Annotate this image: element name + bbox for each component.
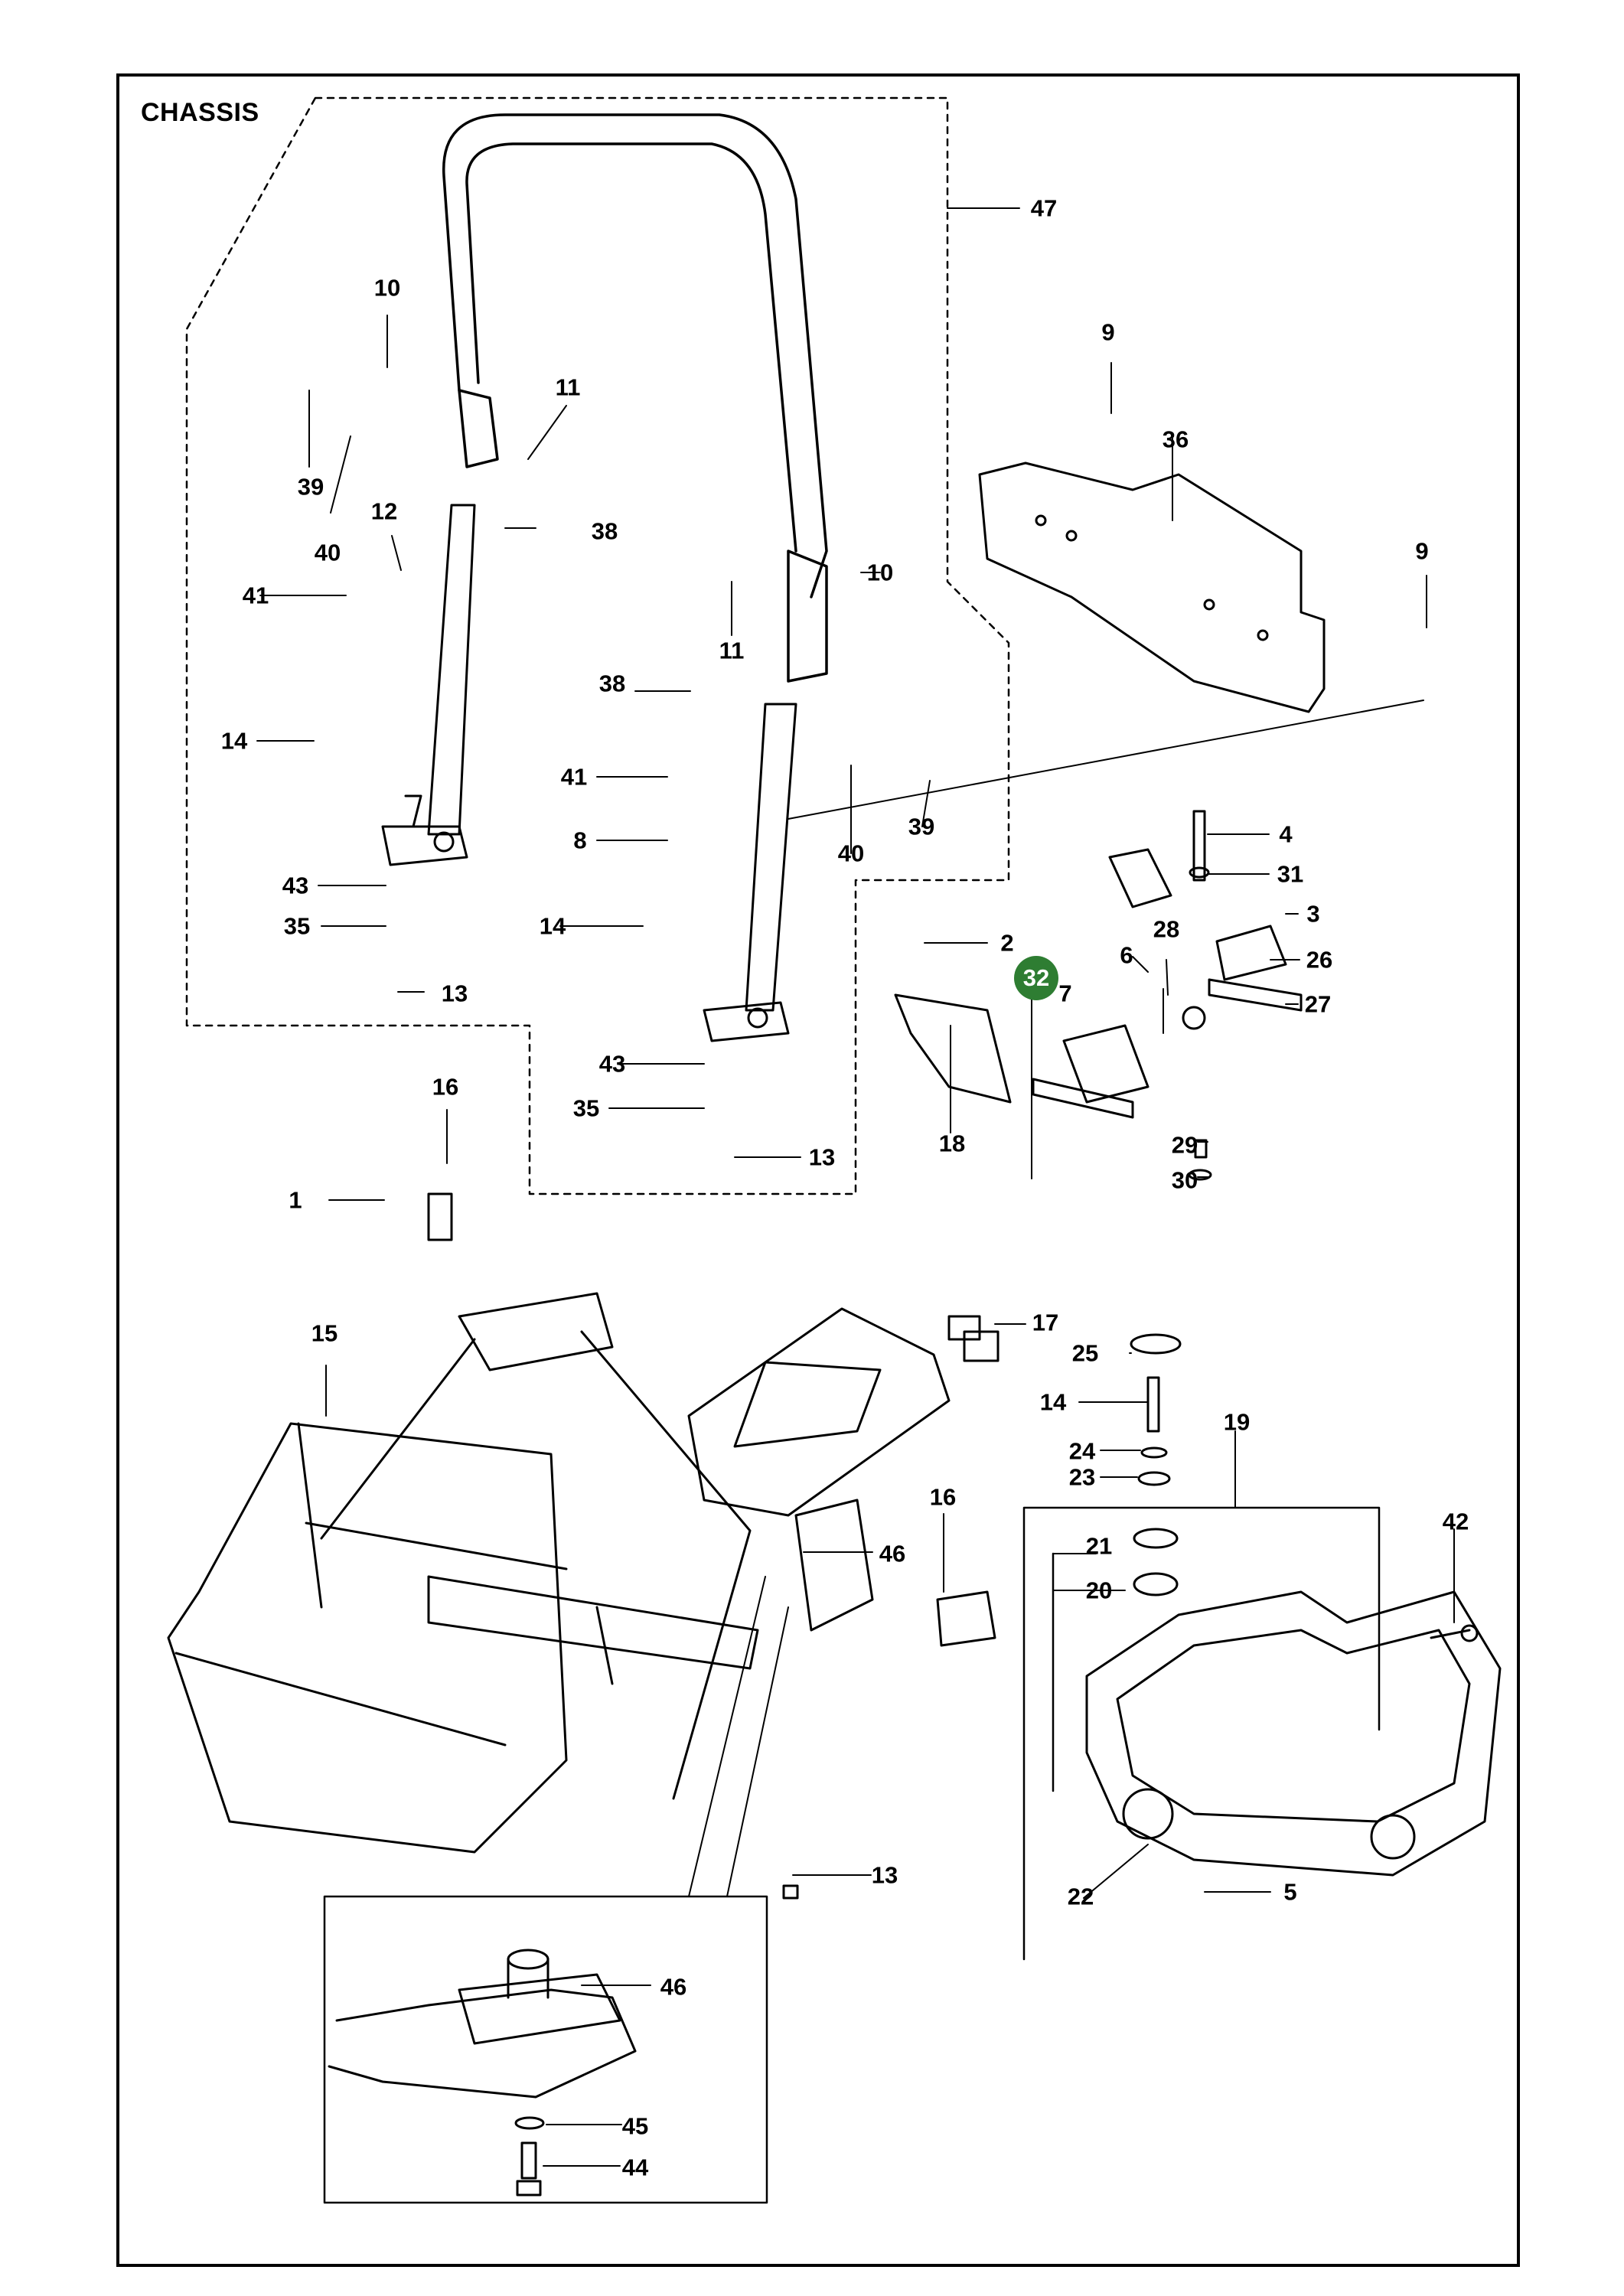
callout-23: 23: [1068, 1463, 1096, 1491]
caster-group-outline: [323, 1506, 1381, 2204]
callout-35-right: 35: [572, 1094, 600, 1122]
callout-10: 10: [373, 274, 401, 302]
callout-15: 15: [311, 1319, 338, 1347]
callout-29: 29: [1171, 1131, 1198, 1159]
steering-linkage: [1032, 848, 1303, 1119]
detail-inset-frame: [323, 1895, 768, 2204]
callout-12: 12: [370, 497, 398, 525]
callout-41: 41: [242, 582, 269, 609]
callout-17: 17: [1032, 1309, 1059, 1336]
callout-7: 7: [1058, 980, 1072, 1007]
callout-31: 31: [1277, 860, 1304, 888]
callout-4: 4: [1279, 820, 1293, 848]
callout-22: 22: [1067, 1883, 1094, 1910]
callout-44: 44: [621, 2154, 649, 2181]
callout-13-right: 13: [808, 1143, 836, 1171]
callout-9-right: 9: [1415, 537, 1429, 565]
detail-inset-content: [328, 1949, 637, 2197]
callout-47: 47: [1030, 194, 1058, 222]
callout-39: 39: [297, 473, 324, 501]
seat-bracket: [978, 461, 1326, 713]
main-frame: [167, 1292, 951, 1854]
callout-26: 26: [1306, 946, 1333, 974]
callout-8: 8: [573, 827, 587, 854]
callout-10-right: 10: [866, 559, 894, 586]
callout-16-lower: 16: [929, 1483, 957, 1511]
callout-6: 6: [1120, 941, 1133, 969]
leader-lines: [256, 207, 1455, 2167]
callout-41-right: 41: [560, 763, 588, 791]
highlighted-part-badge[interactable]: 32: [1014, 956, 1058, 1000]
callout-40: 40: [314, 539, 341, 566]
roll-bar-group-outline: [185, 96, 1010, 1195]
hardware-parts: [427, 810, 1479, 1900]
caster-yoke: [1085, 1590, 1502, 1877]
callout-20: 20: [1085, 1577, 1113, 1604]
right-roll-bar-leg: [703, 703, 797, 1042]
callout-28: 28: [1153, 915, 1180, 943]
callout-46: 46: [879, 1540, 906, 1567]
callout-21: 21: [1085, 1532, 1113, 1560]
callout-40-right: 40: [837, 840, 865, 867]
callout-43: 43: [282, 872, 309, 899]
callout-11: 11: [555, 373, 581, 401]
diagram-frame: [116, 73, 1520, 2267]
callout-11-right: 11: [719, 637, 745, 664]
callout-5: 5: [1283, 1878, 1297, 1906]
callout-3: 3: [1306, 900, 1320, 928]
callout-43-right: 43: [598, 1050, 626, 1078]
callout-36: 36: [1162, 426, 1189, 453]
callout-42: 42: [1442, 1508, 1469, 1535]
callout-13: 13: [441, 980, 468, 1007]
callout-24: 24: [1068, 1437, 1096, 1465]
callout-19: 19: [1223, 1408, 1251, 1436]
roll-bar: [442, 113, 828, 683]
callout-25: 25: [1071, 1339, 1099, 1367]
diagram-title: CHASSIS: [141, 98, 259, 127]
left-roll-bar-leg: [381, 504, 476, 866]
callout-39-right: 39: [908, 813, 935, 840]
callout-14-lower: 14: [1039, 1388, 1067, 1416]
callout-2: 2: [1000, 929, 1014, 957]
callout-35: 35: [283, 912, 311, 940]
callout-13-lower: 13: [871, 1861, 898, 1889]
callout-38-right: 38: [598, 670, 626, 697]
callout-45: 45: [621, 2112, 649, 2140]
callout-30: 30: [1171, 1166, 1198, 1194]
callout-16: 16: [432, 1073, 459, 1101]
callout-27: 27: [1304, 990, 1332, 1018]
callout-18: 18: [938, 1130, 966, 1157]
callout-38: 38: [591, 517, 618, 545]
callout-1: 1: [289, 1186, 302, 1214]
fender-plate: [894, 993, 1012, 1104]
callout-14-right: 14: [539, 912, 566, 940]
callout-46-detail: 46: [660, 1973, 687, 2001]
callout-9: 9: [1101, 318, 1115, 346]
callout-14: 14: [220, 727, 248, 755]
